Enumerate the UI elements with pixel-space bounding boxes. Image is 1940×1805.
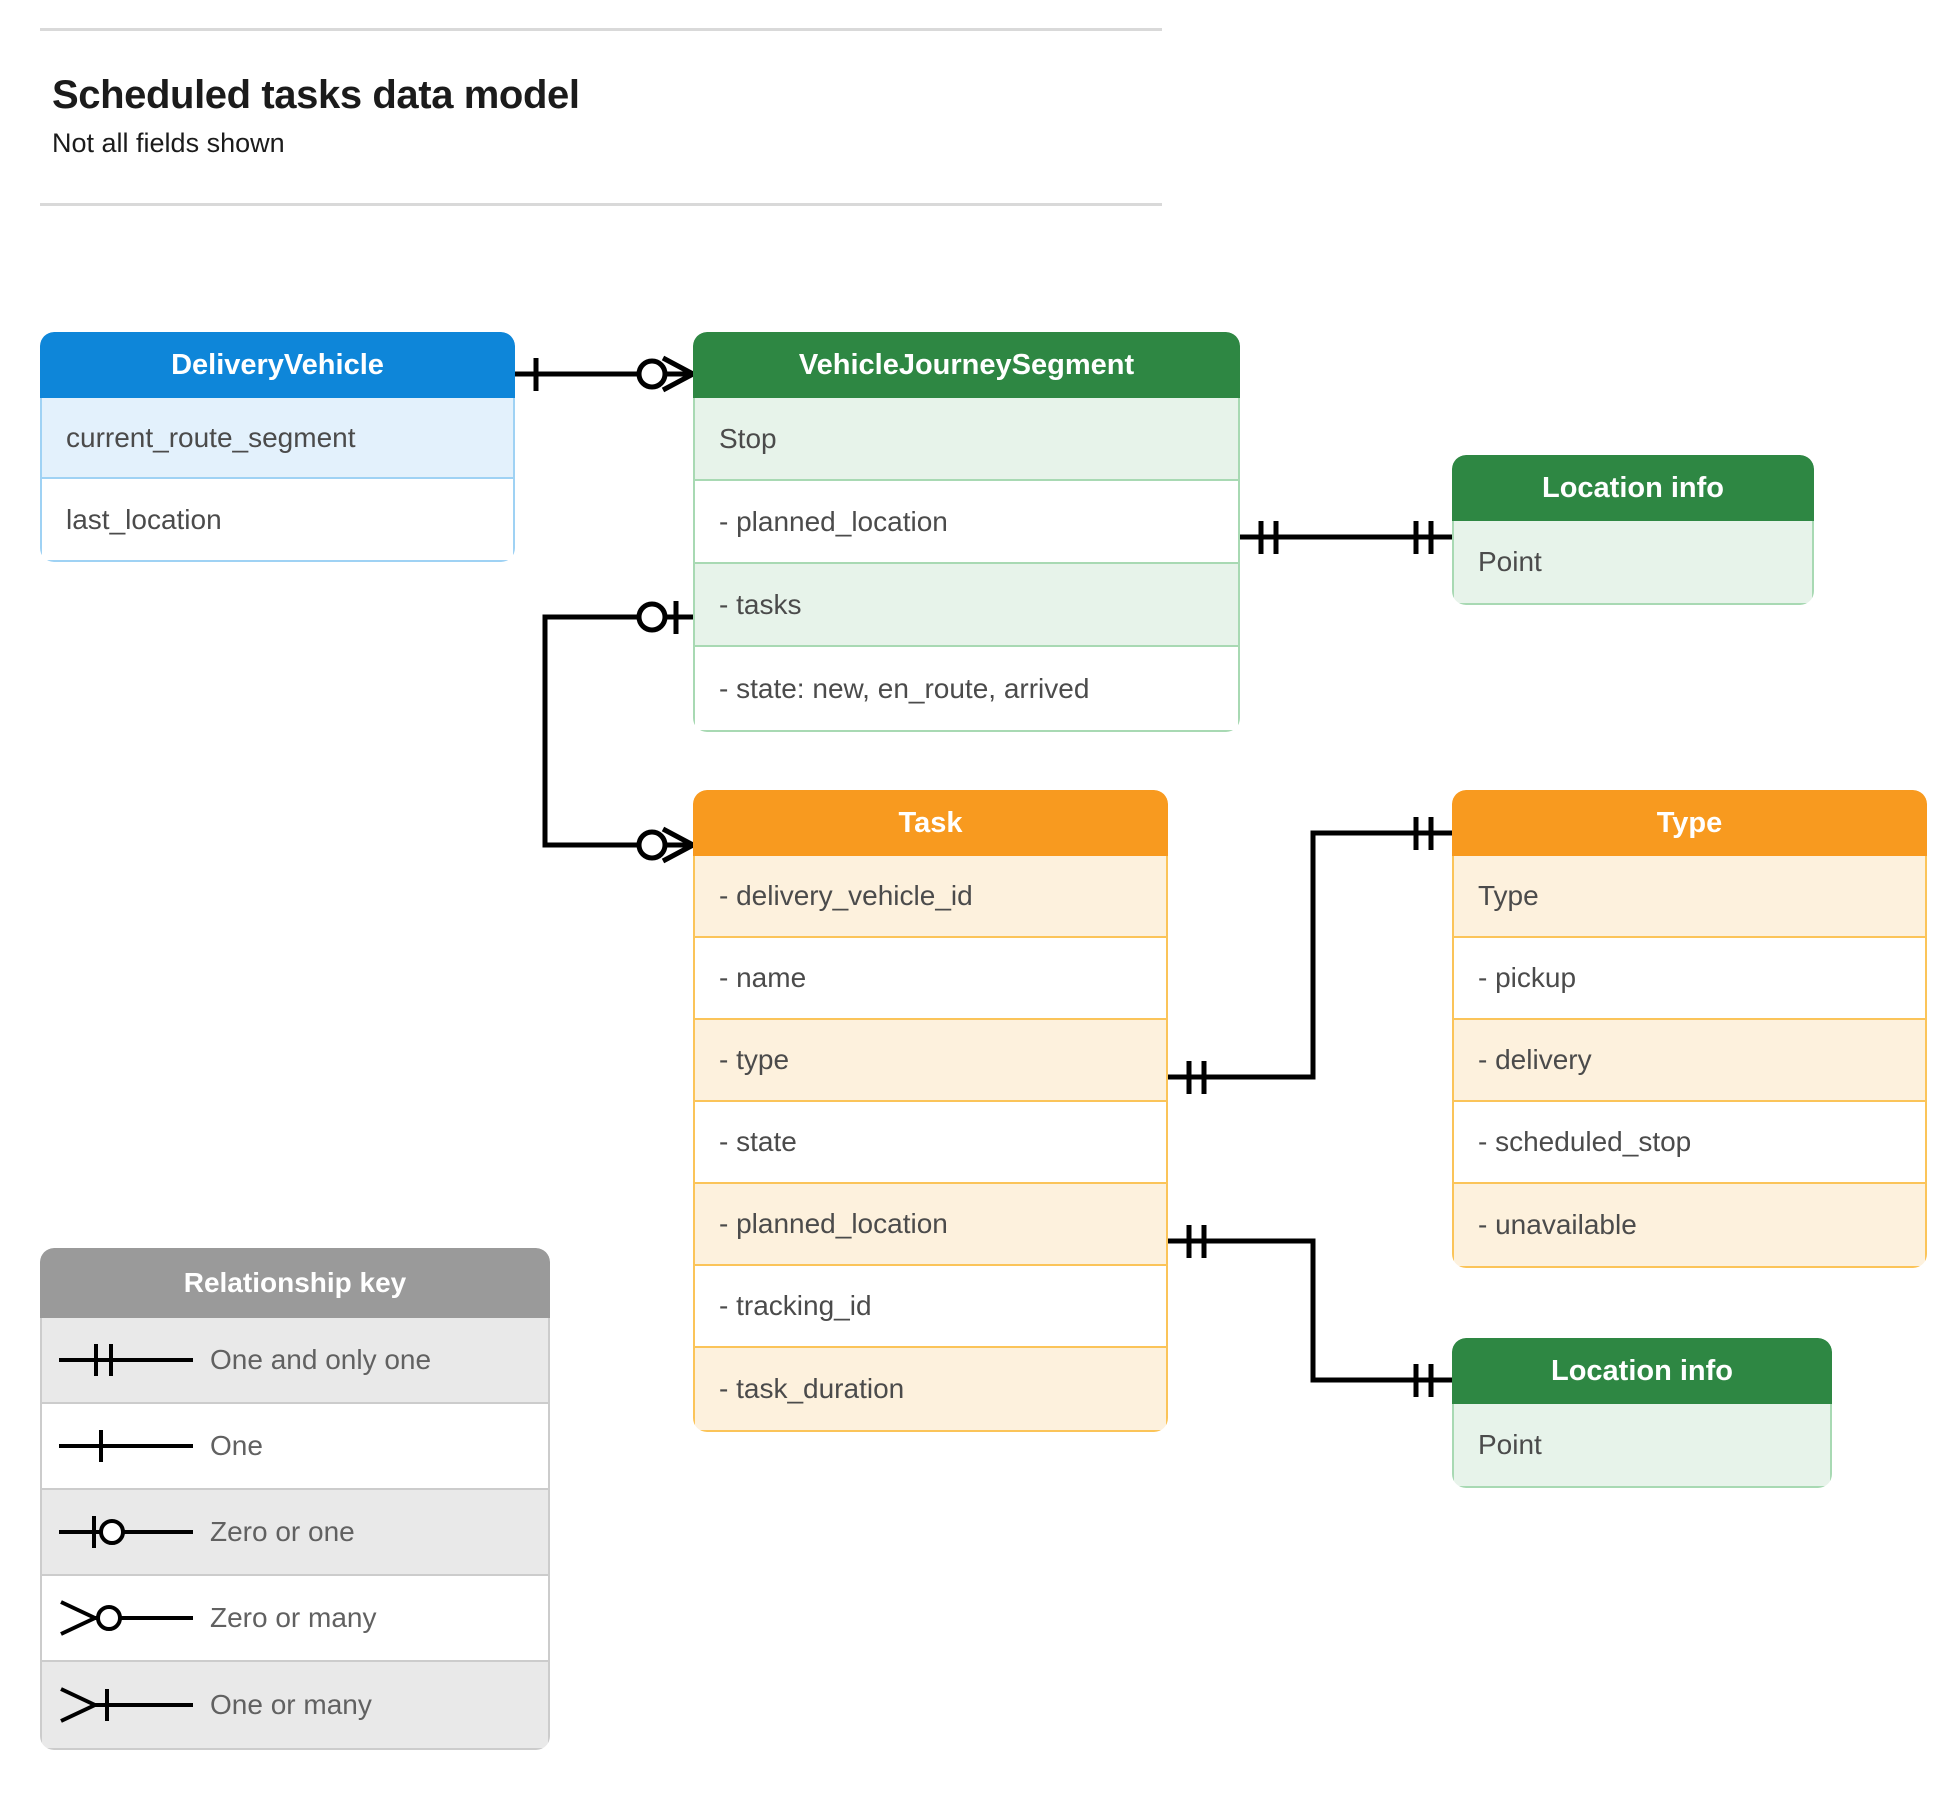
crowsfoot-upper xyxy=(661,355,695,377)
crowsfoot-lower xyxy=(661,371,695,393)
legend-item-label: One or many xyxy=(210,1689,372,1720)
legend-item: Zero or many xyxy=(42,1576,548,1662)
entity-field: - tracking_id xyxy=(695,1266,1166,1348)
header-rule-top xyxy=(40,28,1162,31)
entity-field: current_route_segment xyxy=(42,398,513,479)
legend-title: Relationship key xyxy=(40,1248,550,1318)
legend-item-label: One and only one xyxy=(210,1344,432,1375)
connector-task-type xyxy=(1168,830,1452,1080)
entity-deliveryvehicle[interactable]: DeliveryVehicle current_route_segment la… xyxy=(40,332,515,562)
header-rule-bottom xyxy=(40,203,1162,207)
entity-field: - state: new, en_route, arrived xyxy=(695,647,1238,730)
entity-rows-location-info-bottom: Point xyxy=(1452,1404,1832,1488)
entity-field: Stop xyxy=(695,398,1238,481)
entity-location-info-top[interactable]: Location info Point xyxy=(1452,455,1814,605)
zero-or-many-icon xyxy=(42,1595,210,1641)
entity-title-task: Task xyxy=(693,790,1168,856)
legend-item: Zero or one xyxy=(42,1490,548,1576)
entity-field: - planned_location xyxy=(695,481,1238,564)
entity-title-location-info-bottom: Location info xyxy=(1452,1338,1832,1404)
page-subtitle: Not all fields shown xyxy=(52,128,285,158)
document-header: Scheduled tasks data model Not all field… xyxy=(40,28,1162,207)
legend-rows: One and only one One xyxy=(40,1318,550,1750)
connector-vjs-task xyxy=(542,614,693,848)
page-title: Scheduled tasks data model xyxy=(52,73,580,117)
entity-field: - state xyxy=(695,1102,1166,1184)
entity-rows-location-info-top: Point xyxy=(1452,521,1814,605)
card-zero-circle xyxy=(636,358,668,390)
entity-field: - delivery_vehicle_id xyxy=(695,856,1166,938)
one-or-many-icon xyxy=(42,1682,210,1728)
entity-title-deliveryvehicle: DeliveryVehicle xyxy=(40,332,515,398)
one-icon xyxy=(42,1423,210,1469)
card-zero-circle-task xyxy=(636,829,668,861)
legend-item: One or many xyxy=(42,1662,548,1748)
entity-field: Type xyxy=(1454,856,1925,938)
entity-rows-task: - delivery_vehicle_id - name - type - st… xyxy=(693,856,1168,1432)
entity-field: - name xyxy=(695,938,1166,1020)
legend-item-label: Zero or many xyxy=(210,1602,377,1633)
entity-field: - tasks xyxy=(695,564,1238,647)
entity-rows-vehiclejourneysegment: Stop - planned_location - tasks - state:… xyxy=(693,398,1240,732)
relationship-key-legend[interactable]: Relationship key One and only one xyxy=(40,1248,550,1750)
entity-field: - unavailable xyxy=(1454,1184,1925,1266)
entity-title-type: Type xyxy=(1452,790,1927,856)
entity-field: - pickup xyxy=(1454,938,1925,1020)
legend-item: One and only one xyxy=(42,1318,548,1404)
crowsfoot-task-upper xyxy=(661,826,695,848)
entity-rows-deliveryvehicle: current_route_segment last_location xyxy=(40,398,515,562)
legend-item: One xyxy=(42,1404,548,1490)
entity-field: - delivery xyxy=(1454,1020,1925,1102)
legend-item-label: Zero or one xyxy=(210,1516,355,1547)
entity-location-info-bottom[interactable]: Location info Point xyxy=(1452,1338,1832,1488)
connector-task-locationinfo xyxy=(1168,1238,1452,1383)
entity-field: last_location xyxy=(42,479,513,560)
crowsfoot-task-lower xyxy=(661,842,695,864)
entity-title-location-info-top: Location info xyxy=(1452,455,1814,521)
entity-title-vehiclejourneysegment: VehicleJourneySegment xyxy=(693,332,1240,398)
legend-item-label: One xyxy=(210,1430,263,1461)
entity-field: Point xyxy=(1454,1404,1830,1486)
entity-field: - type xyxy=(695,1020,1166,1102)
entity-rows-type: Type - pickup - delivery - scheduled_sto… xyxy=(1452,856,1927,1268)
entity-field: - scheduled_stop xyxy=(1454,1102,1925,1184)
entity-task[interactable]: Task - delivery_vehicle_id - name - type… xyxy=(693,790,1168,1432)
entity-vehiclejourneysegment[interactable]: VehicleJourneySegment Stop - planned_loc… xyxy=(693,332,1240,732)
entity-field: - task_duration xyxy=(695,1348,1166,1430)
entity-type[interactable]: Type Type - pickup - delivery - schedule… xyxy=(1452,790,1927,1268)
card-zero-circle-tasks xyxy=(636,601,668,633)
one-and-only-one-icon xyxy=(42,1337,210,1383)
entity-field: Point xyxy=(1454,521,1812,603)
zero-or-one-icon xyxy=(42,1509,210,1555)
entity-field: - planned_location xyxy=(695,1184,1166,1266)
